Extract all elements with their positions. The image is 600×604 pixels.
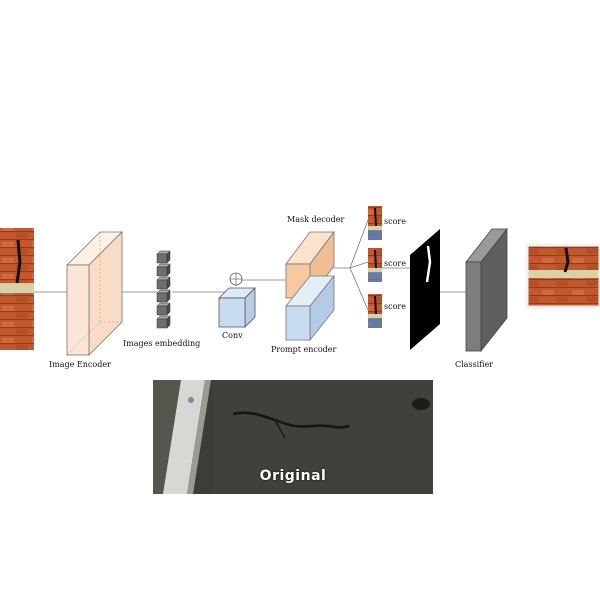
prompt-encoder-label: Prompt encoder <box>271 345 337 354</box>
mask-output-2 <box>368 248 382 282</box>
embedding-cube <box>156 250 171 264</box>
asphalt-texture <box>153 380 433 494</box>
embedding-cube <box>156 263 171 277</box>
score-label-1: score <box>384 217 406 226</box>
mask-output-1 <box>368 206 382 240</box>
crack-mask-output <box>410 229 440 350</box>
embedding-cube <box>156 302 171 316</box>
image-encoder-label: Image Encoder <box>49 360 111 369</box>
asphalt-crack-photo: Original <box>153 380 433 494</box>
classifier-block <box>465 227 508 353</box>
score-label-2: score <box>384 259 406 268</box>
embedding-cube <box>156 315 171 329</box>
input-image-thumbnail <box>0 228 34 350</box>
embedding-cube <box>156 289 171 303</box>
images-embedding-label: Images embedding <box>123 339 201 348</box>
conv-block <box>218 272 256 328</box>
score-label-3: score <box>384 302 406 311</box>
mask-output-3 <box>368 294 382 328</box>
mask-decoder-label: Mask decoder <box>287 215 345 224</box>
embedding-cube <box>156 276 171 290</box>
classifier-label: Classifier <box>455 360 494 369</box>
photo-caption: Original <box>259 468 327 484</box>
prompt-encoder-block <box>285 274 335 342</box>
images-embedding-stack <box>156 250 171 329</box>
image-encoder-block <box>66 231 123 356</box>
conv-label: Conv <box>222 331 243 340</box>
output-image-thumbnail <box>525 243 600 309</box>
